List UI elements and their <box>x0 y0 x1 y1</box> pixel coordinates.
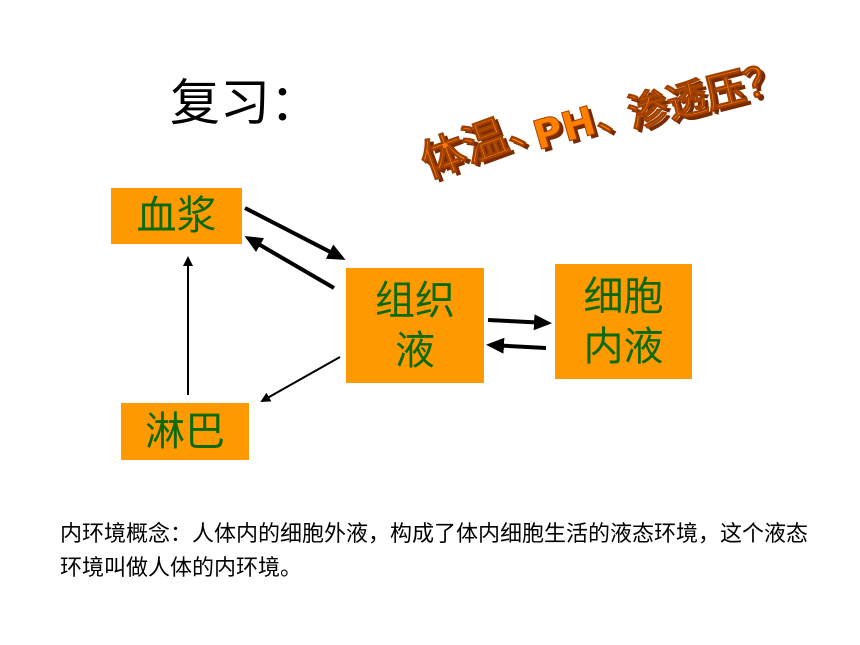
arrow-plasma-to-tissue <box>244 206 346 260</box>
node-plasma-label: 血浆 <box>136 193 217 239</box>
wordart-title: 体温、 体温、 PH、 PH、 渗透压？ 渗透压？ <box>420 54 794 191</box>
concept-description: 内环境概念：人体内的细胞外液，构成了体内细胞生活的液态环境，这个液态环境叫做人体… <box>60 522 809 581</box>
arrow-cell-to-tissue <box>486 337 547 354</box>
arrow-tissue-to-lymph <box>260 356 341 402</box>
node-intracellular-fluid: 细胞内液 <box>555 264 692 379</box>
arrow-tissue-to-plasma <box>244 235 336 290</box>
node-plasma: 血浆 <box>111 188 242 244</box>
node-lymph: 淋巴 <box>121 403 249 460</box>
wordart-text-3: 渗透压？ <box>623 54 789 137</box>
node-tissue-fluid-label: 组织液 <box>375 277 455 374</box>
slide-title: 复习： <box>170 74 320 132</box>
node-lymph-label: 淋巴 <box>145 408 225 455</box>
node-tissue-fluid: 组织液 <box>346 268 484 383</box>
node-intracellular-label: 细胞内液 <box>583 273 664 370</box>
arrow-tissue-to-cell <box>487 314 552 331</box>
